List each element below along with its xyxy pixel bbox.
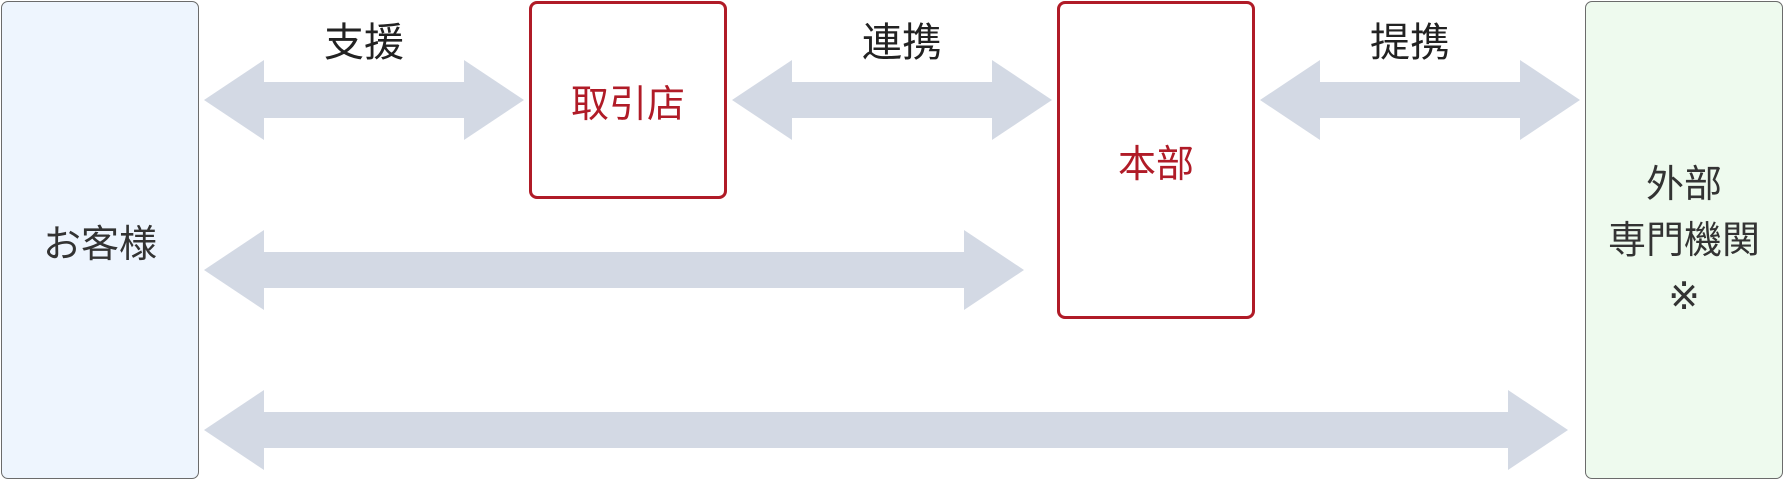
headquarters-box: 本部 bbox=[1057, 1, 1255, 319]
external-label-note-mark: ※ bbox=[1668, 274, 1700, 318]
customer-box: お客様 bbox=[1, 1, 199, 479]
headquarters-label: 本部 bbox=[1117, 141, 1194, 186]
arrow-customer-external bbox=[204, 390, 1568, 470]
external-label-line-2: 専門機関 bbox=[1607, 218, 1760, 262]
external-label: 外部 専門機関 ※ bbox=[1608, 156, 1760, 324]
arrow-branch-headquarters bbox=[732, 60, 1052, 140]
label-support: 支援 bbox=[324, 20, 404, 66]
customer-label: お客様 bbox=[42, 221, 157, 266]
label-partnership: 提携 bbox=[1370, 20, 1450, 66]
external-label-line-1: 外部 bbox=[1645, 162, 1722, 206]
branch-box: 取引店 bbox=[529, 1, 727, 199]
external-box: 外部 専門機関 ※ bbox=[1585, 1, 1783, 479]
arrow-customer-branch bbox=[204, 60, 524, 140]
label-cooperation: 連携 bbox=[862, 20, 942, 66]
arrow-headquarters-external bbox=[1260, 60, 1580, 140]
branch-label: 取引店 bbox=[570, 81, 685, 126]
arrow-customer-headquarters bbox=[204, 230, 1024, 310]
